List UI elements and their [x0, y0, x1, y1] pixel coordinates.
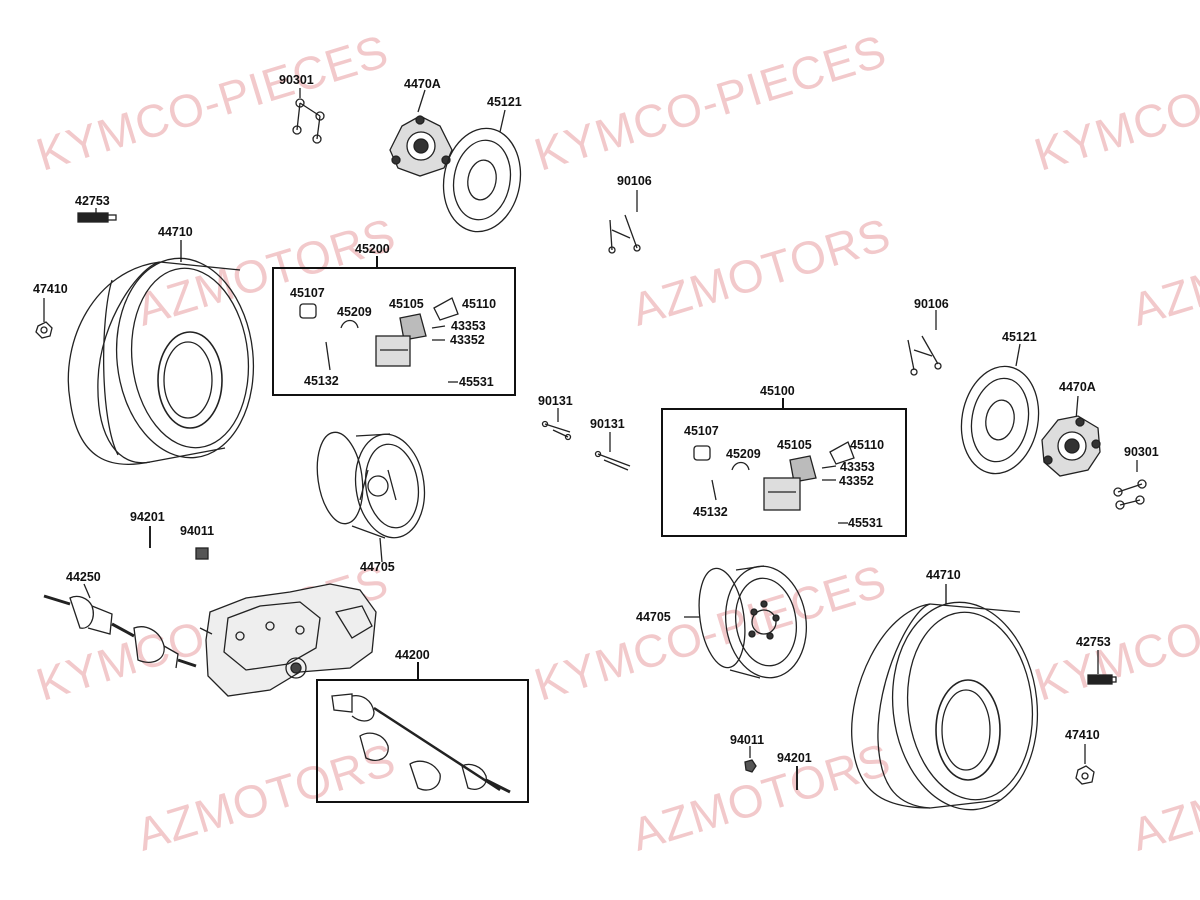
part-label: 45132	[693, 505, 728, 519]
valve-stem-right	[1087, 650, 1117, 685]
nut-right	[1075, 744, 1095, 785]
part-label: 90106	[617, 174, 652, 188]
tire-left	[67, 257, 255, 466]
part-label: 43352	[450, 333, 485, 347]
hub-right	[1041, 395, 1101, 477]
part-label: 43353	[840, 460, 875, 474]
leader-45200	[376, 256, 378, 268]
part-label: 45209	[337, 305, 372, 319]
part-label: 90131	[590, 417, 625, 431]
part-label: 45107	[290, 286, 325, 300]
part-label: 45121	[1002, 330, 1037, 344]
kit-box-44200	[316, 679, 529, 803]
part-label: 4470A	[404, 77, 441, 91]
bolts-90131-mid	[594, 432, 631, 471]
part-label: 47410	[33, 282, 68, 296]
part-label: 42753	[1076, 635, 1111, 649]
part-label: 45531	[848, 516, 883, 530]
brake-disc-right	[960, 343, 1040, 475]
part-label: 45110	[850, 438, 885, 452]
bolt-90106-left	[608, 190, 641, 254]
part-label: 43353	[451, 319, 486, 333]
brake-disc-left	[442, 109, 522, 233]
leader-44200	[417, 662, 419, 679]
part-label: 43352	[839, 474, 874, 488]
part-label: 45105	[389, 297, 424, 311]
driveshaft-kit	[331, 693, 511, 794]
nut-94011-left	[195, 547, 209, 560]
nuts-90301-right	[1113, 460, 1147, 510]
kit-label-45100: 45100	[760, 384, 795, 398]
part-label: 45531	[459, 375, 494, 389]
driveshaft-left	[43, 583, 197, 669]
differential-housing	[199, 583, 377, 697]
part-label: 94201	[130, 510, 165, 524]
part-label: 44710	[926, 568, 961, 582]
nuts-90301-left	[292, 88, 325, 144]
kit-label-45200: 45200	[355, 242, 390, 256]
part-label: 90131	[538, 394, 573, 408]
nut-94011-right	[744, 746, 757, 773]
kit-label-44200: 44200	[395, 648, 430, 662]
caliper-parts-left	[299, 297, 459, 383]
part-label: 90301	[1124, 445, 1159, 459]
part-label: 45121	[487, 95, 522, 109]
part-label: 44710	[158, 225, 193, 239]
part-label: 45209	[726, 447, 761, 461]
part-label: 44250	[66, 570, 101, 584]
part-label: 45105	[777, 438, 812, 452]
part-label: 45110	[462, 297, 497, 311]
hub-left	[389, 89, 453, 177]
valve-stem-left	[77, 208, 117, 223]
part-label: 45132	[304, 374, 339, 388]
kit-box-45200	[272, 267, 516, 396]
caliper-parts-right	[693, 441, 855, 524]
kit-box-45100	[661, 408, 907, 537]
part-label: 45107	[684, 424, 719, 438]
rim-right	[684, 565, 808, 679]
nut-left	[35, 298, 53, 339]
bolts-90131-left	[541, 408, 572, 441]
rim-left	[316, 431, 426, 563]
tire-right	[851, 601, 1039, 811]
leader-45100	[782, 398, 784, 408]
part-label: 90301	[279, 73, 314, 87]
part-label: 94011	[180, 524, 215, 538]
part-label: 94201	[777, 751, 812, 765]
part-label: 44705	[636, 610, 671, 624]
part-label: 47410	[1065, 728, 1100, 742]
part-label: 94011	[730, 733, 765, 747]
part-label: 44705	[360, 560, 395, 574]
bolt-90106-right	[907, 310, 942, 376]
part-label: 4470A	[1059, 380, 1096, 394]
part-label: 42753	[75, 194, 110, 208]
part-label: 90106	[914, 297, 949, 311]
